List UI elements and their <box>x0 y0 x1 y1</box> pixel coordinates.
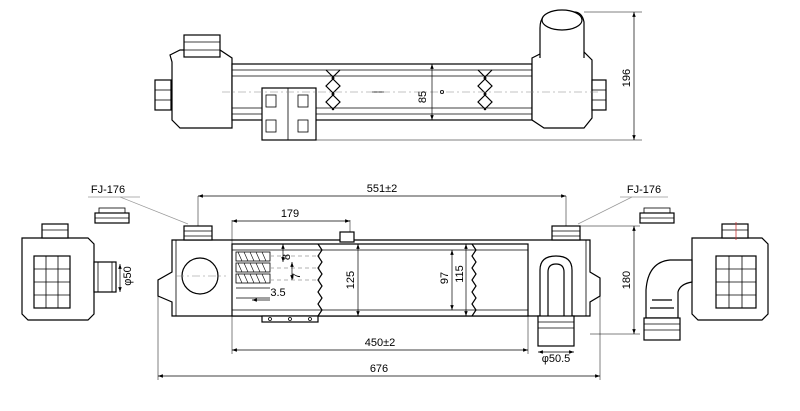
top-left-bracket <box>154 79 172 111</box>
dim-3-5: 3.5 <box>270 287 285 299</box>
dim-8: 8 <box>281 254 293 260</box>
front-right-utube <box>539 255 573 316</box>
front-fin-stack <box>235 251 271 299</box>
top-mount-bracket <box>261 87 317 141</box>
top-view: 85 196 <box>154 9 642 141</box>
dim-7: 7 <box>291 273 303 279</box>
top-right-tank <box>531 51 593 129</box>
dim-phi50-5: φ50.5 <box>542 353 571 365</box>
right-side-neck <box>721 223 749 239</box>
front-core <box>231 243 529 317</box>
dim-97: 97 <box>439 272 451 284</box>
front-right-neck <box>551 225 581 241</box>
front-left-neck <box>183 225 213 241</box>
top-left-neck <box>183 34 221 58</box>
dim-115: 115 <box>454 265 466 283</box>
right-side-elbow <box>645 259 693 319</box>
front-top-tab <box>339 231 355 243</box>
front-view: 551±2 179 8 7 3.5 125 97 115 180 450±2 <box>88 183 668 380</box>
top-right-bracket <box>591 79 607 111</box>
left-side-neck <box>41 223 69 239</box>
dim-179: 179 <box>281 208 299 220</box>
cap-label-left: FJ-176 <box>91 184 125 196</box>
left-side-pipe <box>93 261 117 293</box>
front-baffle-left <box>317 243 323 317</box>
dim-phi50: φ50 <box>122 266 134 285</box>
front-right-outlet <box>537 315 575 347</box>
top-left-tank <box>169 49 233 129</box>
top-core-dim: 85 <box>417 91 429 103</box>
right-side-view <box>639 207 769 341</box>
dim-676: 676 <box>370 363 388 375</box>
dim-125: 125 <box>345 271 357 289</box>
top-height-dim: 196 <box>621 69 633 87</box>
dim-180: 180 <box>621 271 633 289</box>
front-baffle-right <box>471 243 477 317</box>
front-bottom-strip <box>261 315 319 323</box>
left-side-view <box>21 207 130 321</box>
dim-450: 450±2 <box>365 337 396 349</box>
cap-label-right: FJ-176 <box>627 184 661 196</box>
right-side-outlet <box>643 317 681 341</box>
dim-551: 551±2 <box>367 183 398 195</box>
